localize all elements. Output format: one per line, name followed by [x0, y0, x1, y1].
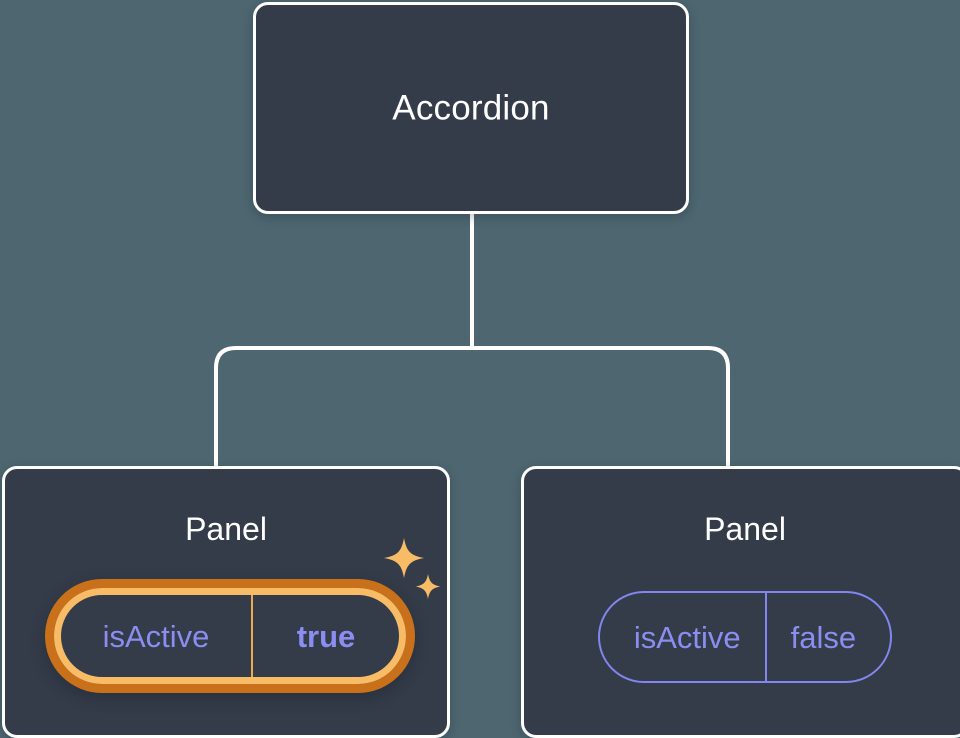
prop-pill-isactive-true[interactable]: isActive true — [45, 579, 415, 693]
node-panel-active[interactable]: Panel isActive true — [2, 466, 450, 738]
node-panel-active-label: Panel — [185, 511, 267, 547]
node-panel-inactive[interactable]: Panel isActive false — [521, 466, 960, 738]
node-accordion[interactable]: Accordion — [253, 2, 689, 214]
highlight-ring-inner — [54, 588, 406, 684]
node-panel-inactive-label: Panel — [704, 511, 786, 547]
prop-pill-isactive-false[interactable]: isActive false — [597, 591, 893, 683]
prop-pill-content: isActive true — [61, 595, 399, 677]
prop-key: isActive — [633, 619, 741, 655]
prop-pill-wrap: isActive false — [524, 591, 960, 683]
highlight-ring-outer — [45, 579, 415, 693]
prop-value: true — [251, 595, 399, 677]
prop-key: isActive — [102, 618, 210, 654]
prop-value: false — [764, 593, 890, 681]
node-accordion-label: Accordion — [392, 88, 550, 128]
